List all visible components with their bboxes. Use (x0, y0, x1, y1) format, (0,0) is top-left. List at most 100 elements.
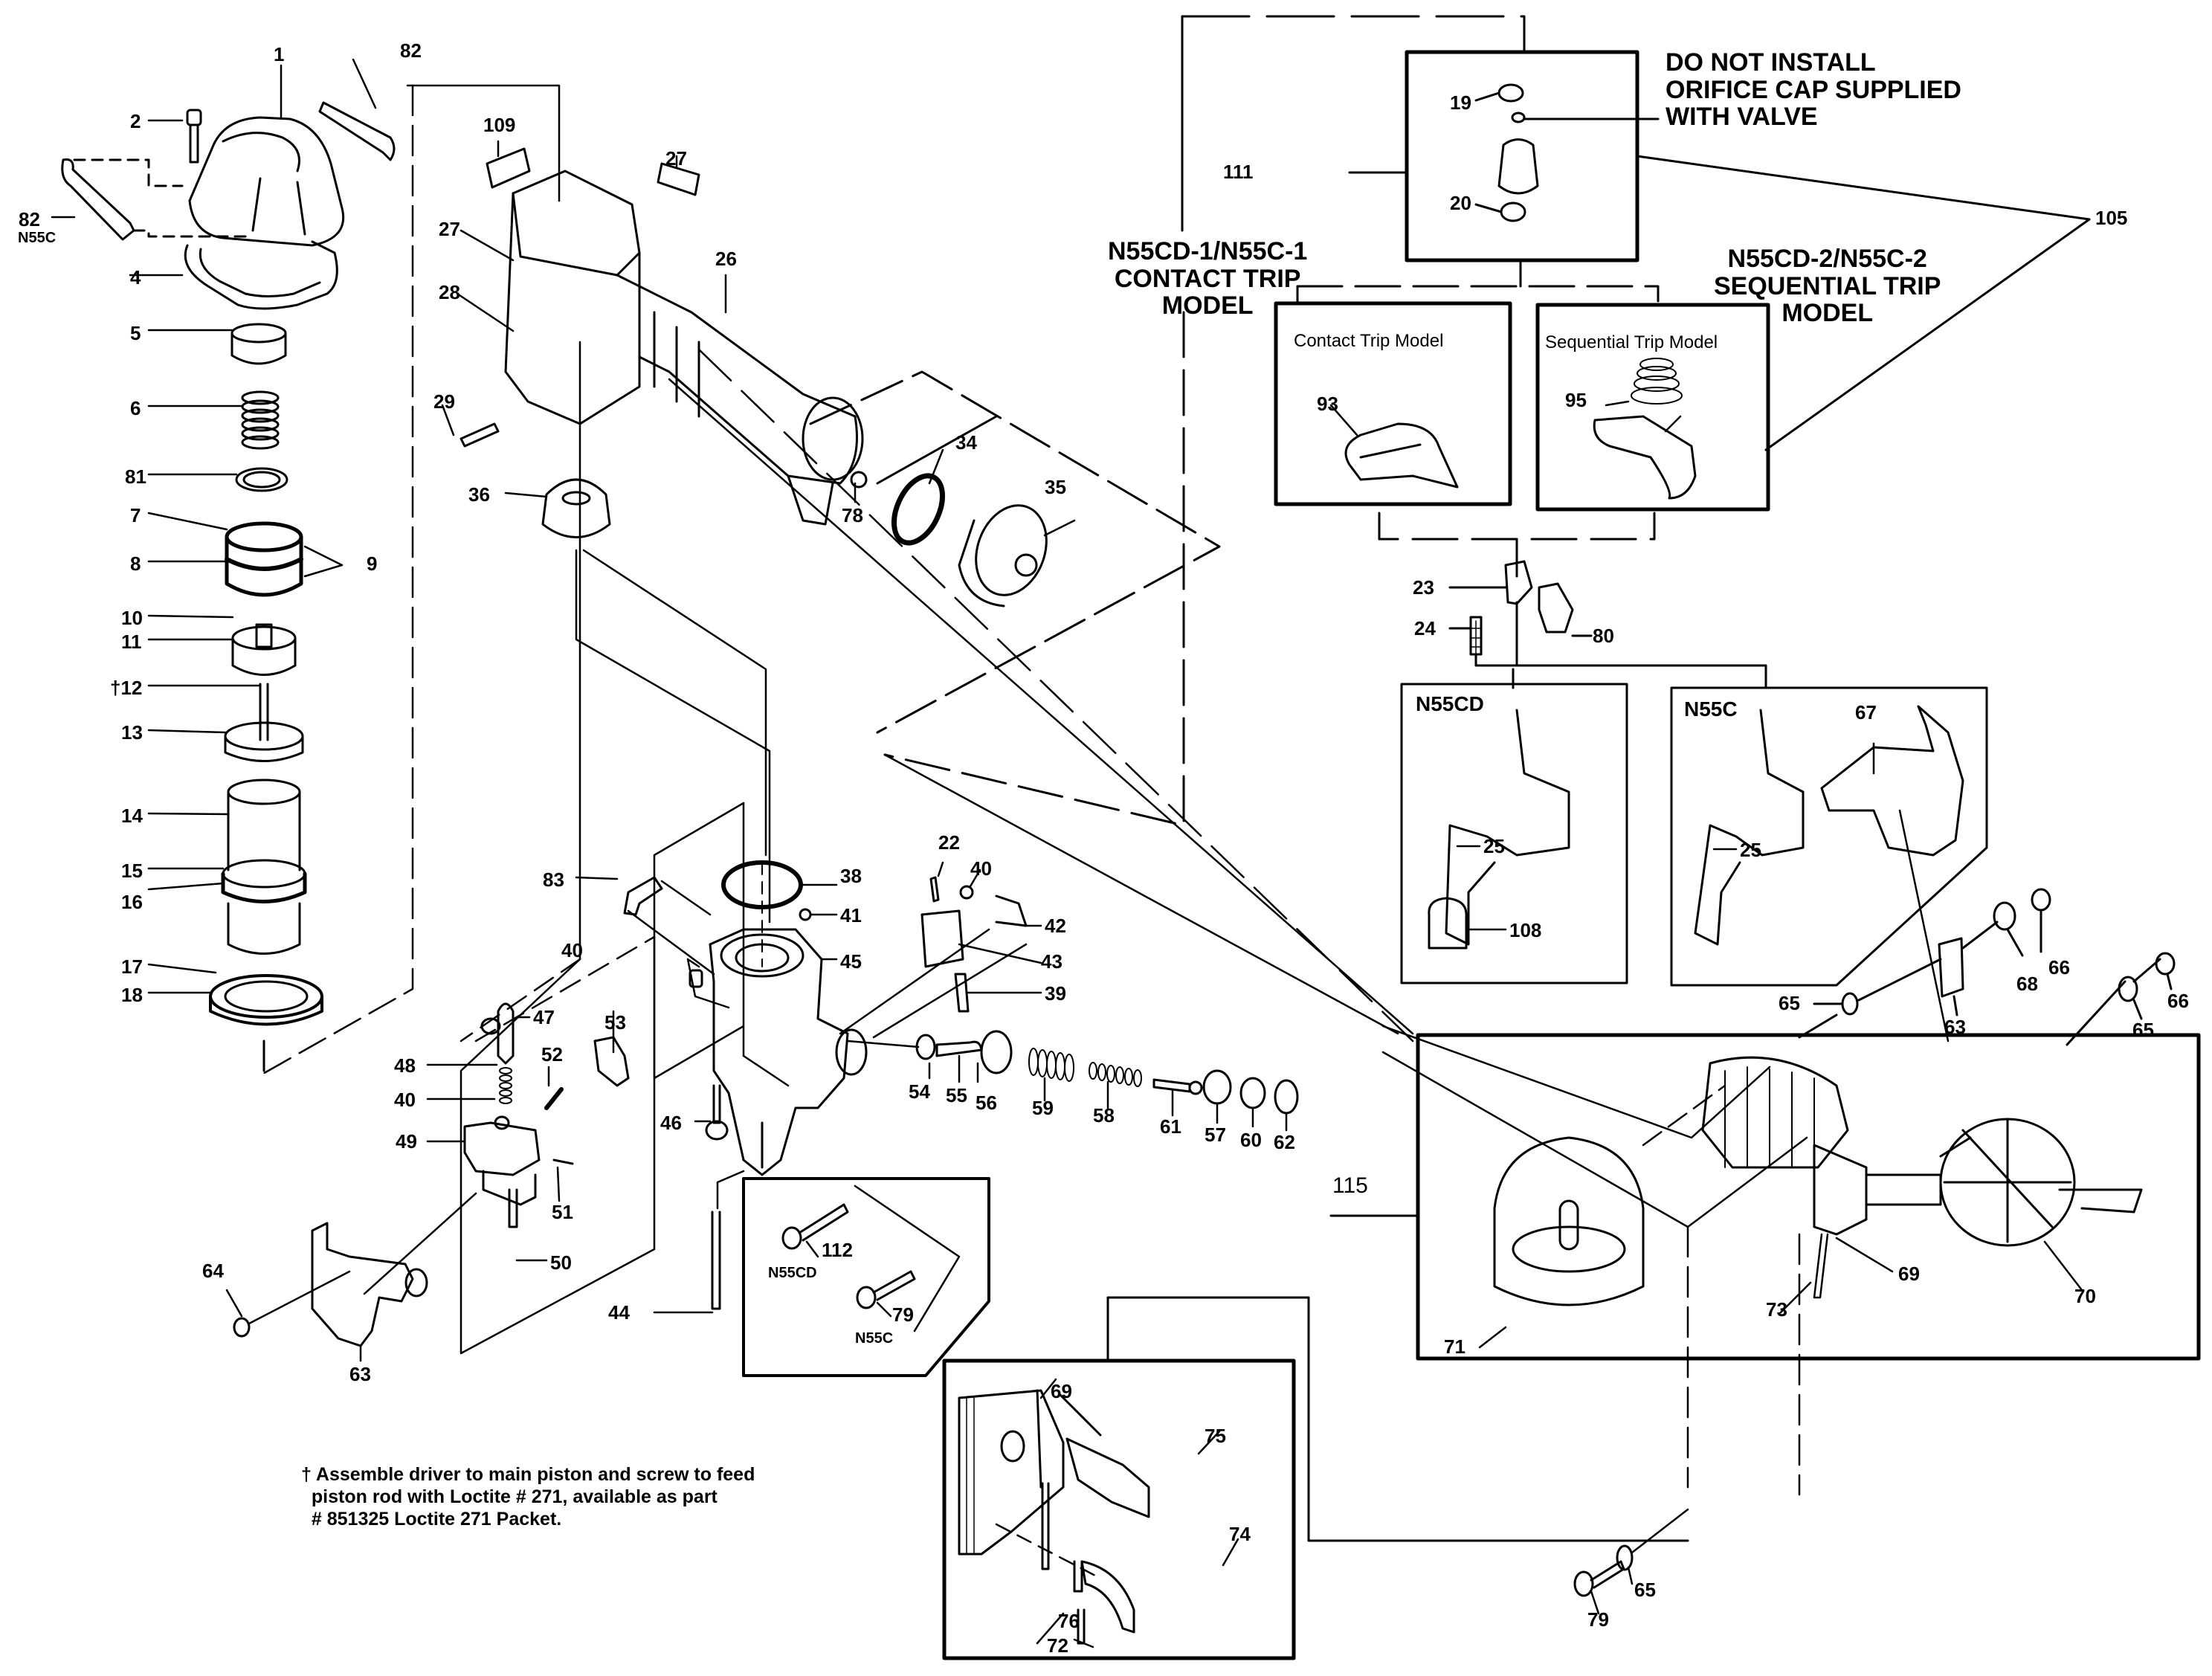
part-label-109: 109 (483, 114, 516, 136)
part-label-66-a: 66 (2048, 956, 2070, 979)
part-label-72: 72 (1047, 1634, 1068, 1657)
part-label-25-n55c: 25 (1740, 839, 1761, 861)
trip-parts (1448, 560, 1767, 689)
part-label-7: 7 (130, 504, 141, 526)
part-label-65-a: 65 (1779, 992, 1800, 1014)
part-label-40-c: 40 (394, 1089, 416, 1111)
contact-trip-heading: N55CD-1/N55C-1 CONTACT TRIP MODEL (1108, 238, 1307, 320)
part-label-29: 29 (433, 390, 455, 413)
part-label-34: 34 (955, 431, 977, 454)
part-label-11: 11 (121, 631, 142, 653)
piston-stack (209, 323, 323, 1072)
part-label-48: 48 (394, 1054, 416, 1077)
part-label-115: 115 (1332, 1173, 1368, 1198)
part-label-82-n55c: 82 (19, 208, 40, 231)
part-label-69-a: 69 (1898, 1263, 1920, 1285)
part-label-65-c: 65 (1634, 1579, 1656, 1601)
part-label-28: 28 (439, 281, 460, 303)
contact-trip-heading-line-2: CONTACT TRIP (1114, 264, 1301, 293)
contact-trip-heading-line-3: MODEL (1161, 291, 1254, 320)
contact-trip-heading-line-1: N55CD-1/N55C-1 (1108, 237, 1308, 265)
n55c-box-title: N55C (1684, 697, 1738, 721)
part-label-17: 17 (121, 955, 143, 978)
part-label-61: 61 (1160, 1115, 1181, 1138)
part-label-55: 55 (946, 1084, 967, 1106)
part-label-27-side: 27 (439, 218, 460, 240)
sequential-trip-box-title: Sequential Trip Model (1545, 332, 1718, 352)
part-label-58: 58 (1093, 1104, 1115, 1127)
valve-box (883, 15, 2091, 827)
part-label-4: 4 (130, 266, 141, 289)
part-label-36: 36 (468, 483, 490, 506)
part-label-105: 105 (2095, 207, 2128, 229)
loctite-footnote: † Assemble driver to main piston and scr… (301, 1464, 755, 1530)
part-label-42: 42 (1045, 915, 1066, 937)
part-label-63-a: 63 (1944, 1016, 1966, 1038)
part-label-14: 14 (121, 805, 143, 827)
part-label-75: 75 (1205, 1425, 1226, 1447)
part-label-79-b: 79 (1587, 1608, 1609, 1631)
part-label-15: 15 (121, 860, 143, 882)
sequential-trip-heading-line-3: MODEL (1781, 299, 1874, 328)
part-label-52: 52 (541, 1043, 563, 1066)
part-label-50: 50 (550, 1251, 572, 1274)
nosepiece (623, 860, 868, 1176)
part-label-49: 49 (396, 1130, 417, 1153)
part-label-51: 51 (552, 1201, 573, 1223)
part-label-65-b: 65 (2132, 1019, 2154, 1041)
part-label-39: 39 (1045, 982, 1066, 1005)
part-label-66-b: 66 (2167, 990, 2189, 1012)
part-label-112: 112 (822, 1239, 853, 1261)
part-label-82-n55c-sub: N55C (18, 230, 57, 246)
sequential-trip-heading-line-1: N55CD-2/N55C-2 (1727, 245, 1927, 273)
part-label-63-b: 63 (349, 1363, 371, 1385)
n55cd-box-title: N55CD (1416, 692, 1484, 715)
part-label-26: 26 (715, 248, 737, 270)
orifice-warning-line-3: WITH VALVE (1666, 103, 1818, 132)
part-label-27-top: 27 (665, 147, 687, 170)
part-label-111: 111 (1223, 161, 1254, 183)
part-label-25-n55cd: 25 (1483, 835, 1505, 857)
part-label-13: 13 (121, 721, 143, 744)
part-label-108: 108 (1509, 919, 1542, 941)
part-label-74: 74 (1229, 1523, 1251, 1545)
part-label-6: 6 (130, 397, 141, 419)
part-label-71: 71 (1444, 1335, 1465, 1358)
housing-leaders (441, 140, 1076, 924)
fasteners-right (1798, 888, 2176, 1046)
part-label-56: 56 (976, 1092, 997, 1114)
housing (460, 147, 1221, 734)
model-leaders (1456, 742, 1875, 931)
part-label-2: 2 (130, 110, 141, 132)
part-label-43: 43 (1041, 950, 1063, 973)
part-label-40-b: 40 (970, 857, 992, 880)
part-label-22: 22 (938, 831, 960, 854)
valve-row (839, 861, 1299, 1132)
part-label-12: †12 (110, 677, 143, 699)
part-label-24: 24 (1414, 617, 1436, 639)
part-label-35: 35 (1045, 476, 1066, 498)
magazine-box (1329, 1025, 2201, 1496)
trip-boxes (1274, 301, 1770, 578)
part-label-46: 46 (660, 1112, 682, 1134)
nose-leaders (575, 876, 838, 1123)
part-label-80: 80 (1593, 625, 1614, 647)
feed-leaders (1036, 1378, 1239, 1648)
part-label-54: 54 (909, 1080, 930, 1103)
part-label-81: 81 (125, 465, 146, 488)
part-label-44: 44 (608, 1301, 630, 1324)
sequential-trip-heading: N55CD-2/N55C-2 SEQUENTIAL TRIP MODEL (1714, 245, 1941, 327)
part-label-112-sub: N55CD (768, 1265, 817, 1281)
part-label-83: 83 (543, 868, 564, 891)
part-label-10: 10 (121, 607, 143, 629)
orifice-warning: DO NOT INSTALL ORIFICE CAP SUPPLIED WITH… (1666, 49, 1961, 131)
trigger-valve (233, 1002, 630, 1347)
part-label-64: 64 (202, 1260, 224, 1282)
part-label-59: 59 (1032, 1097, 1054, 1119)
part-label-53: 53 (604, 1011, 626, 1034)
part-label-79-a-sub: N55C (855, 1330, 894, 1347)
part-label-45: 45 (840, 950, 862, 973)
part-label-23: 23 (1413, 576, 1434, 599)
bottom-fasteners (1573, 1508, 1689, 1615)
